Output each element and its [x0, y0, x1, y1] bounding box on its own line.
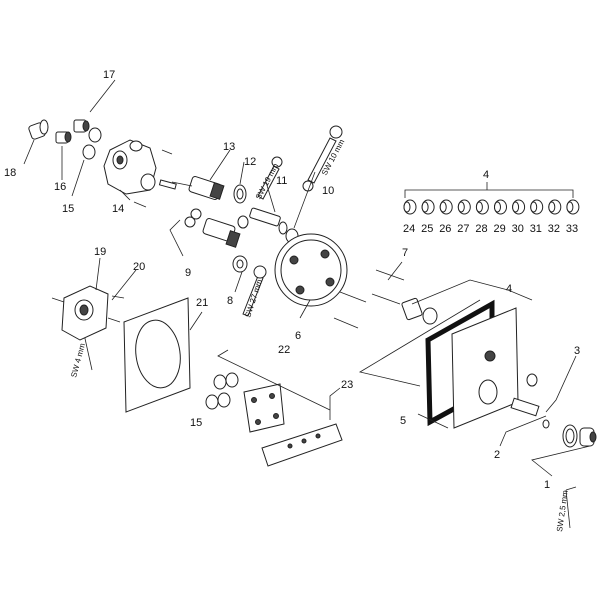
part-2-handle-ring [542, 419, 578, 448]
callout-1: 1 [544, 479, 550, 491]
wrench-sw27-icon [242, 265, 267, 317]
callout-13: 13 [223, 141, 235, 153]
tool-label-sw4: SW 4 mm [69, 342, 87, 379]
part-17-cap [73, 119, 90, 133]
callout-2: 2 [494, 449, 500, 461]
part-19-20-mounting-block [51, 285, 125, 341]
part-16-nut [55, 131, 72, 144]
variant-number-25: 25 [421, 223, 433, 235]
callout-22: 22 [278, 344, 290, 356]
part-4-control-knob [401, 297, 438, 325]
wrench-sw25-icon [565, 486, 577, 529]
callout-14: 14 [112, 203, 124, 215]
variant-knob-28 [475, 199, 489, 215]
callout-4-top: 4 [483, 169, 489, 181]
callout-8: 8 [227, 295, 233, 307]
callout-17: 17 [103, 69, 115, 81]
variant-knob-32 [548, 199, 562, 215]
part-6-round-plate [274, 233, 348, 307]
variant-knob-29 [494, 199, 507, 215]
variant-knob-26 [439, 199, 453, 215]
callout-9: 9 [185, 267, 191, 279]
part-15-orings-lower [205, 372, 239, 410]
callout-20: 20 [133, 261, 145, 273]
part-11-stem [249, 207, 288, 235]
callout-23: 23 [341, 379, 353, 391]
variant-number-29: 29 [494, 223, 506, 235]
part-23-bracket-bar [261, 423, 343, 467]
variant-number-33: 33 [566, 223, 578, 235]
variant-knob-31 [530, 199, 544, 215]
callout-12: 12 [244, 156, 256, 168]
variant-knob-row: 24 25 26 27 28 29 30 31 32 33 [403, 199, 580, 235]
callout-10: 10 [322, 185, 334, 197]
callout-6: 6 [295, 330, 301, 342]
leader-lines [23, 79, 591, 477]
callout-3: 3 [574, 345, 580, 357]
callout-15-lower: 15 [190, 417, 202, 429]
part-3-trim-pieces [510, 373, 540, 417]
part-7-screws [333, 269, 405, 329]
variant-number-28: 28 [475, 223, 487, 235]
tool-label-sw25: SW 2,5 mm [555, 489, 570, 532]
variant-knob-27 [457, 199, 471, 215]
callout-4-mid: 4 [506, 283, 512, 295]
part-18-cap [28, 119, 49, 140]
variant-number-32: 32 [548, 223, 560, 235]
callout-5: 5 [400, 415, 406, 427]
callout-18: 18 [4, 167, 16, 179]
part-9-cartridge-assembly [184, 208, 249, 248]
variant-knob-30 [512, 199, 526, 215]
callout-19: 19 [94, 246, 106, 258]
variant-knob-33 [566, 199, 580, 215]
part-14-valve-body [103, 139, 177, 208]
part-13-cartridge [171, 176, 225, 200]
variant-knob-24 [403, 199, 417, 215]
variant-number-27: 27 [457, 223, 469, 235]
part-1-handle [579, 427, 597, 447]
part-21-square-frame [123, 297, 191, 413]
part-12-ring [233, 184, 247, 204]
callout-15-upper: 15 [62, 203, 74, 215]
variant-number-30: 30 [512, 223, 524, 235]
callout-labels: 1 2 3 4 4 5 6 7 8 9 10 11 12 13 14 15 15… [4, 69, 580, 491]
part-8-nut [232, 255, 248, 273]
wrench-sw19-icon [257, 156, 283, 200]
variant-number-24: 24 [403, 223, 415, 235]
callout-21: 21 [196, 297, 208, 309]
tool-label-sw27: SW 27 mm [243, 278, 264, 319]
callout-7: 7 [402, 247, 408, 259]
variant-knob-25 [421, 199, 435, 215]
variant-number-26: 26 [439, 223, 451, 235]
variant-number-31: 31 [530, 223, 542, 235]
part-22-bracket-plate [243, 383, 285, 433]
callout-11: 11 [276, 175, 287, 187]
callout-16: 16 [54, 181, 66, 193]
part-15-orings-left [82, 127, 102, 160]
